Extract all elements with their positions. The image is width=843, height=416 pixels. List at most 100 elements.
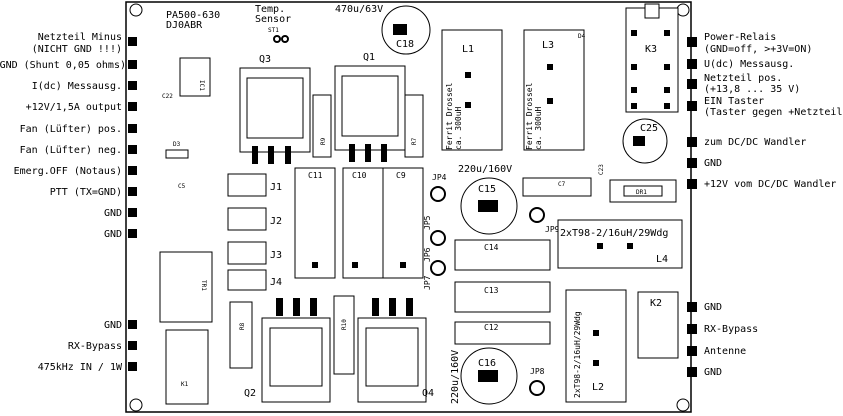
- svg-text:C10: C10: [352, 171, 367, 180]
- temp-sensor-label: Temp.: [255, 4, 285, 15]
- left-connector-pads: [128, 37, 137, 371]
- label-gnd: GND: [704, 158, 723, 169]
- right-connector-pads: [687, 37, 697, 377]
- c7-ref: C7: [558, 181, 566, 188]
- svg-text:J3: J3: [270, 250, 282, 261]
- capacitor-c7: [522, 177, 592, 197]
- l1-ref: L1: [462, 44, 474, 55]
- transistor-q4: Q4: [357, 298, 434, 403]
- label-gnd: GND: [704, 302, 723, 313]
- svg-text:JP6: JP6: [423, 247, 432, 262]
- svg-text:C12: C12: [484, 323, 499, 332]
- relay-k3-header: [644, 3, 660, 19]
- resistor-r10: [333, 295, 355, 375]
- dr1-body: [623, 185, 663, 197]
- l3-text: ca. 300uH: [534, 106, 543, 150]
- label-475khz-in: 475kHz IN / 1W: [37, 362, 122, 373]
- label-fan-pos: Fan (Lüfter) pos.: [19, 124, 122, 135]
- svg-text:JP4: JP4: [432, 173, 447, 182]
- label-power-relais-note: (GND=off, >+3V=ON): [704, 44, 813, 55]
- r8-ref: R8: [239, 322, 246, 330]
- c23-ref: C23: [598, 164, 605, 175]
- mount-hole: [676, 398, 690, 412]
- diode-d3: [165, 149, 189, 159]
- label-12v-vom-dcdc: +12V vom DC/DC Wandler: [704, 179, 837, 190]
- c18-ref: C18: [396, 39, 414, 50]
- resistor-r7: [404, 94, 424, 158]
- label-udc: U(dc) Messausg.: [704, 59, 795, 70]
- label-gnd: GND: [103, 208, 122, 219]
- q4-ref: Q4: [422, 388, 434, 399]
- capacitors-c14-c13-c12: C14 C13 C12: [454, 239, 551, 345]
- inductor-l4: [557, 219, 683, 269]
- label-netzteil-minus-note: (NICHT GND !!!): [31, 44, 122, 55]
- l4-text: 2xT98-2/16uH/29Wdg: [560, 228, 668, 239]
- l4-ref: L4: [656, 254, 668, 265]
- label-netzteil-range: (+13,8 ... 35 V): [704, 84, 801, 95]
- mount-hole: [129, 398, 143, 412]
- label-fan-neg: Fan (Lüfter) neg.: [19, 145, 122, 156]
- label-zum-dcdc: zum DC/DC Wandler: [704, 137, 807, 148]
- q3-ref: Q3: [259, 54, 271, 65]
- svg-text:C14: C14: [484, 243, 499, 252]
- inductor-l3: [523, 29, 585, 151]
- board-outline: [125, 1, 692, 413]
- st1-pad: [281, 35, 289, 43]
- inductor-l1: [441, 29, 503, 151]
- svg-text:JP8: JP8: [530, 367, 545, 376]
- k1-ref: K1: [181, 381, 189, 388]
- c16-body: [478, 370, 498, 382]
- c-top-value: 470u/63V: [335, 4, 383, 15]
- mount-hole: [676, 3, 690, 17]
- c15-ref: C15: [478, 184, 496, 195]
- l1-pad: [465, 72, 471, 78]
- label-power-relais: Power-Relais: [704, 32, 777, 43]
- svg-text:JP5: JP5: [423, 215, 432, 230]
- label-rx-bypass: RX-Bypass: [67, 341, 122, 352]
- board-title: PA500-630: [166, 10, 220, 21]
- capacitors-c11-c10-c9: C11 C10 C9: [294, 167, 424, 279]
- svg-text:JP9: JP9: [545, 225, 560, 234]
- r7-ref: R7: [411, 137, 418, 145]
- mount-hole: [129, 3, 143, 17]
- l2-pad: [593, 330, 599, 336]
- label-rx-bypass: RX-Bypass: [704, 324, 759, 335]
- l4-pad: [597, 243, 603, 249]
- l1-pad: [465, 102, 471, 108]
- r9-ref: R9: [320, 137, 327, 145]
- relay-k2: [637, 291, 679, 359]
- c15-body: [478, 200, 498, 212]
- relay-k1: [165, 329, 209, 405]
- label-antenne: Antenne: [704, 346, 747, 357]
- transistor-q1: Q1: [334, 52, 406, 162]
- c5-ref: C5: [178, 183, 186, 190]
- l2-text: 2xT98-2/16uH/29Wdg: [573, 311, 582, 398]
- svg-text:J2: J2: [270, 216, 282, 227]
- label-gnd-shunt: GND (Shunt 0,05 ohms): [0, 60, 126, 71]
- l4-pad: [627, 243, 633, 249]
- transformer-tr1: [159, 251, 213, 323]
- l3-text: Ferrit Drossel: [525, 82, 534, 150]
- label-idc: I(dc) Messausg.: [31, 81, 122, 92]
- c15-value: 220u/160V: [458, 164, 512, 175]
- resistor-r9: [312, 94, 332, 158]
- c25-body: [633, 136, 645, 146]
- l3-pad: [547, 64, 553, 70]
- c25-ref: C25: [640, 123, 658, 134]
- label-netzteil-minus: Netzteil Minus: [37, 32, 122, 43]
- label-gnd: GND: [704, 367, 723, 378]
- d4-ref: D4: [578, 33, 586, 40]
- label-netzteil-pos: Netzteil pos.: [704, 73, 783, 84]
- label-ein-taster-note: (Taster gegen +Netzteil): [704, 107, 843, 118]
- l2-pad: [593, 360, 599, 366]
- tr1-ref: TR1: [200, 280, 207, 291]
- r10-ref: R10: [341, 319, 348, 330]
- st1-ref: ST1: [268, 27, 279, 34]
- c22-ref: C22: [162, 93, 173, 100]
- svg-text:JP7: JP7: [423, 275, 432, 290]
- label-12v-out: +12V/1,5A output: [25, 102, 122, 113]
- d3-ref: D3: [173, 141, 181, 148]
- dr1-ref: DR1: [636, 189, 647, 196]
